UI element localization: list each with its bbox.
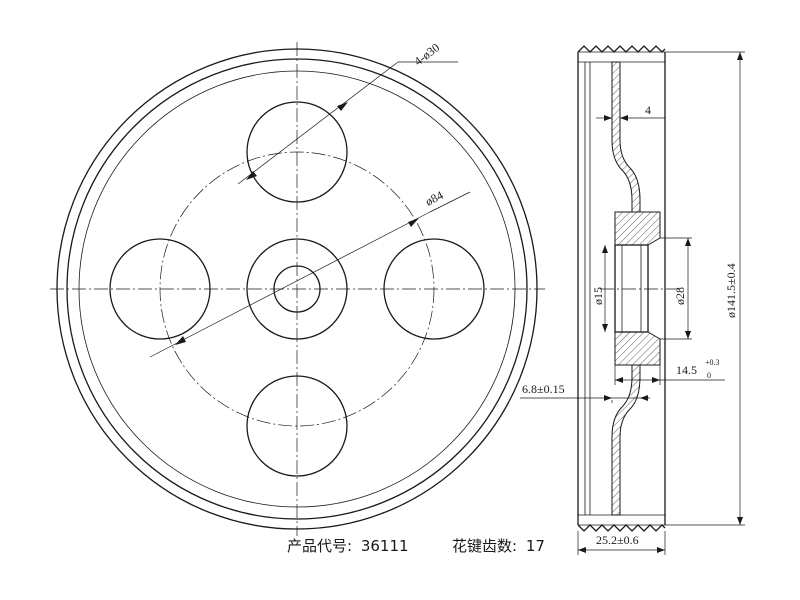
outer-diameter-text: ø141.5±0.4 [724,263,738,318]
web-lower [611,364,641,516]
bore-dim-text: ø15 [591,287,605,305]
product-code-caption: 产品代号: 36111 [287,535,409,556]
front-view: 4-ø30 ø84 [50,40,545,536]
hub-width-tol-lower: 0 [707,371,711,380]
bolt-circle-dim-text: ø84 [423,188,445,209]
bottom-grooves [577,524,666,532]
hole-dim-text: 4-ø30 [411,40,442,68]
hub-lower [614,331,661,366]
total-width-text: 25.2±0.6 [596,533,639,547]
web-upper [611,61,641,213]
section-view: 4 ø15 ø28 ø141.5±0.4 14.5 +0.3 0 [520,45,745,555]
teeth-count-caption: 花键齿数: 17 [452,535,545,556]
product-code-label: 产品代号: [287,537,353,555]
teeth-count-label: 花键齿数: [452,537,518,555]
product-code-value: 36111 [360,537,409,555]
bolt-circle-dim-line [149,211,431,358]
top-grooves [577,45,666,53]
hole-dim-line [237,61,399,185]
teeth-count-value: 17 [525,537,545,555]
bore-section [614,244,649,333]
hub-upper [614,211,661,246]
hub-width-tol-upper: +0.3 [705,358,720,367]
hub-width-text: 14.5 [676,363,697,377]
hub-outer-dim-text: ø28 [673,287,687,305]
web-thickness-text: 4 [645,103,651,117]
web-offset-text: 6.8±0.15 [522,382,565,396]
